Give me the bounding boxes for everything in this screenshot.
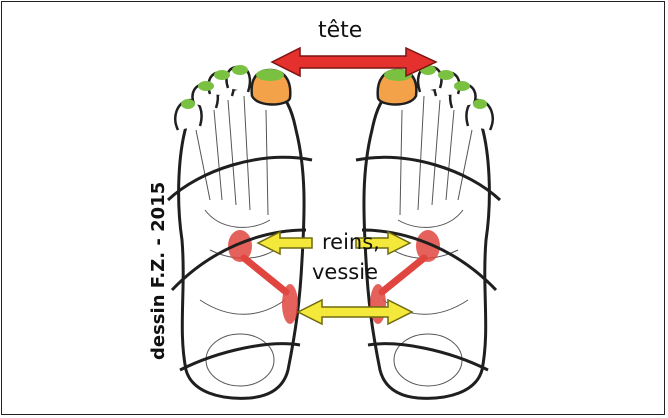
head-arrow: [272, 48, 436, 76]
left-toe-5-tip: [181, 99, 195, 109]
left-toe-3-tip: [214, 70, 230, 80]
head-label: tête: [318, 18, 362, 43]
drawing-credit: dessin F.Z. - 2015: [148, 182, 169, 360]
right-bladder: [370, 284, 386, 324]
left-bladder: [282, 284, 298, 324]
bladder-arrow: [298, 300, 412, 324]
left-toe-2-tip: [232, 65, 248, 75]
left-toe-4-tip: [198, 81, 214, 91]
bladder-label: vessie: [312, 260, 378, 284]
left-big-toe-tip: [256, 69, 284, 81]
kidneys-label: reins,: [322, 230, 380, 254]
